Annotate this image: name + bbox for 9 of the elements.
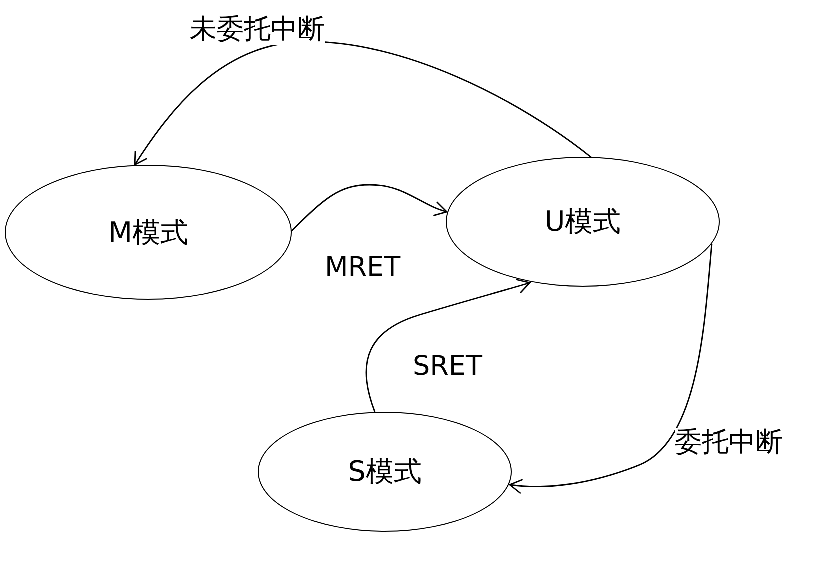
- state-ellipse: S模式: [258, 412, 512, 532]
- state-ellipse: U模式: [446, 157, 720, 287]
- arrow: [366, 279, 531, 412]
- state-ellipse: M模式: [5, 165, 292, 300]
- arrow: [509, 244, 713, 494]
- edge-label: 未委托中断: [190, 15, 325, 45]
- arrow: [290, 184, 448, 232]
- edge-label: 委托中断: [675, 428, 783, 458]
- arrow: [134, 41, 592, 166]
